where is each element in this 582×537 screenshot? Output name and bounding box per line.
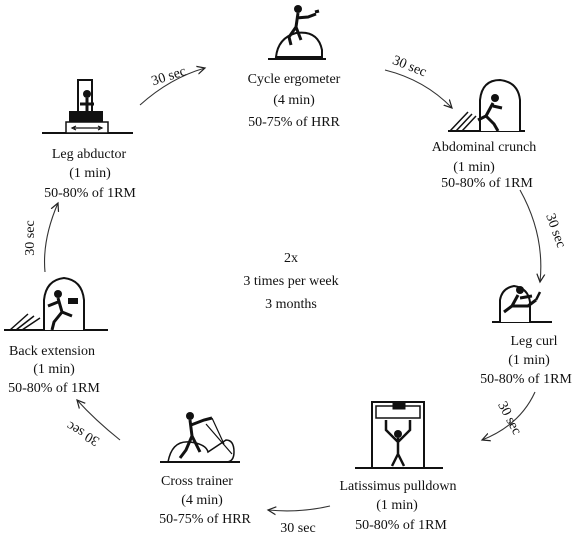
arrow-cycle-to-abdominal bbox=[384, 69, 452, 108]
lat-pulldown-machine-icon bbox=[355, 401, 443, 469]
station-duration: (4 min) bbox=[181, 493, 223, 508]
arrow-legabductor-to-cycle bbox=[139, 68, 205, 106]
arrow-cross-to-backext bbox=[77, 400, 121, 441]
station-leg-abductor: Leg abductor (1 min) 50-80% of 1RM bbox=[42, 79, 136, 201]
circuit-arrows bbox=[44, 68, 541, 511]
abdominal-crunch-machine-icon bbox=[448, 78, 525, 132]
cycle-ergometer-icon bbox=[268, 5, 326, 60]
station-duration: (1 min) bbox=[376, 498, 418, 513]
back-extension-machine-icon bbox=[4, 276, 108, 331]
station-intensity: 50-75% of HRR bbox=[248, 115, 340, 130]
rest-label-1: 30 sec bbox=[150, 64, 188, 89]
station-duration: (1 min) bbox=[33, 362, 75, 377]
station-intensity: 50-75% of HRR bbox=[159, 512, 251, 527]
center-line-2: 3 times per week bbox=[243, 274, 338, 289]
center-line-1: 2x bbox=[284, 251, 298, 266]
rest-label-6: 30 sec bbox=[64, 418, 102, 449]
station-cross-trainer: Cross trainer (4 min) 50-75% of HRR bbox=[159, 412, 252, 527]
cross-trainer-icon bbox=[160, 412, 240, 463]
station-intensity: 50-80% of 1RM bbox=[44, 186, 136, 201]
center-summary: 2x 3 times per week 3 months bbox=[243, 251, 338, 312]
station-back-extension: Back extension (1 min) 50-80% of 1RM bbox=[4, 276, 108, 396]
station-intensity: 50-80% of 1RM bbox=[8, 381, 100, 396]
station-abdominal-crunch: Abdominal crunch (1 min) 50-80% of 1RM bbox=[432, 78, 537, 191]
station-name: Abdominal crunch bbox=[432, 140, 537, 155]
station-name: Back extension bbox=[9, 344, 95, 359]
station-duration: (1 min) bbox=[69, 166, 111, 181]
rest-label-3: 30 sec bbox=[542, 212, 568, 250]
station-intensity: 50-80% of 1RM bbox=[441, 176, 533, 191]
station-name: Cross trainer bbox=[161, 474, 233, 489]
arrow-backext-to-legabductor bbox=[44, 203, 58, 273]
leg-abductor-machine-icon bbox=[42, 79, 133, 134]
leg-curl-machine-icon bbox=[492, 284, 552, 323]
station-latissimus-pulldown: Latissimus pulldown (1 min) 50-80% of 1R… bbox=[339, 401, 457, 533]
station-leg-curl: Leg curl (1 min) 50-80% of 1RM bbox=[480, 284, 572, 387]
station-intensity: 50-80% of 1RM bbox=[480, 372, 572, 387]
arrow-lat-to-cross bbox=[268, 505, 331, 511]
station-duration: (1 min) bbox=[453, 160, 495, 175]
arrow-legcurl-to-lat bbox=[482, 391, 536, 440]
station-duration: (4 min) bbox=[273, 93, 315, 108]
station-name: Leg abductor bbox=[52, 147, 127, 162]
station-name: Cycle ergometer bbox=[248, 72, 341, 87]
station-name: Latissimus pulldown bbox=[339, 479, 456, 494]
arrow-abdominal-to-legcurl bbox=[519, 189, 541, 282]
station-duration: (1 min) bbox=[508, 353, 550, 368]
station-name: Leg curl bbox=[510, 334, 557, 349]
station-intensity: 50-80% of 1RM bbox=[355, 518, 447, 533]
center-line-3: 3 months bbox=[265, 297, 317, 312]
rest-label-2: 30 sec bbox=[390, 53, 428, 80]
rest-label-7: 30 sec bbox=[23, 220, 38, 255]
station-cycle-ergometer: Cycle ergometer (4 min) 50-75% of HRR bbox=[248, 5, 341, 130]
rest-label-5: 30 sec bbox=[280, 521, 315, 536]
